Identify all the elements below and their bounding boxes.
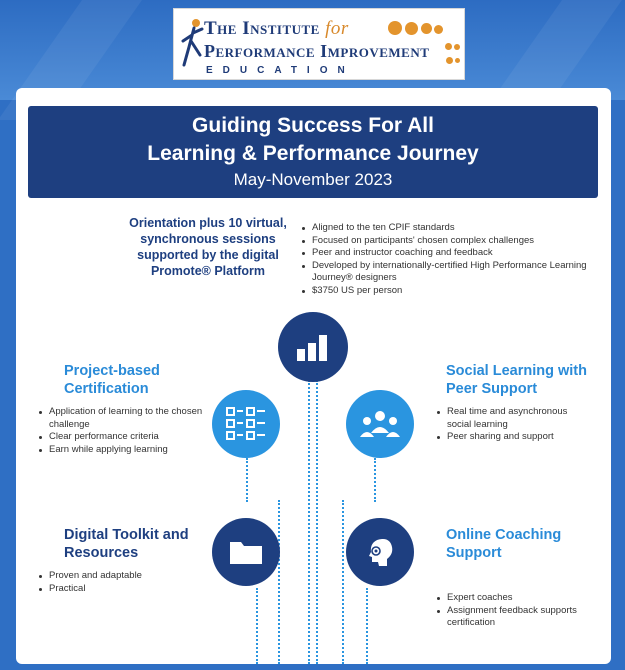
logo-dots (388, 21, 464, 71)
list-item: Peer sharing and support (436, 431, 586, 444)
headset-circle (346, 518, 414, 586)
group-circle (346, 390, 414, 458)
banner-title-line1: Guiding Success For All (192, 114, 434, 137)
overview-bullets: Aligned to the ten CPIF standards Focuse… (301, 222, 591, 297)
list-item: Practical (38, 583, 203, 596)
logo-line1: The Institute for (204, 18, 349, 39)
list-item: Aligned to the ten CPIF standards (301, 222, 591, 235)
toolkit-heading: Digital Toolkit and Resources (64, 527, 189, 561)
connector-line (256, 588, 258, 664)
toolkit-bullets: Proven and adaptable Practical (38, 570, 203, 595)
headset-icon (369, 539, 393, 566)
project-heading: Project-based Certification (64, 363, 160, 397)
folder-icon (230, 542, 262, 564)
coaching-bullets: Expert coaches Assignment feedback suppo… (436, 592, 596, 630)
group-icon (360, 411, 400, 437)
logo-line2: Performance Improvement (204, 41, 430, 61)
list-item: Focused on participants' chosen complex … (301, 235, 591, 248)
connector-line (308, 380, 310, 664)
coaching-heading: Online Coaching Support (446, 527, 562, 561)
list-item: Proven and adaptable (38, 570, 203, 583)
list-item: $3750 US per person (301, 285, 591, 298)
connector-line (374, 458, 376, 502)
bar-chart-circle (278, 312, 348, 382)
social-bullets: Real time and asynchronous social learni… (436, 406, 586, 444)
bar-chart-icon (297, 335, 327, 361)
list-item: Application of learning to the chosen ch… (38, 406, 203, 431)
content-card: Guiding Success For All Learning & Perfo… (16, 88, 611, 664)
list-item: Expert coaches (436, 592, 596, 605)
connector-line (278, 500, 280, 664)
list-item: Clear performance criteria (38, 431, 203, 444)
list-item: Peer and instructor coaching and feedbac… (301, 247, 591, 260)
social-heading: Social Learning with Peer Support (446, 363, 587, 397)
list-item: Developed by internationally-certified H… (301, 260, 591, 285)
list-item: Assignment feedback supports certificati… (436, 605, 596, 630)
banner-dates: May-November 2023 (233, 170, 393, 189)
connector-line (366, 588, 368, 664)
banner-title-line2: Learning & Performance Journey (147, 142, 479, 165)
title-banner: Guiding Success For All Learning & Perfo… (28, 106, 598, 198)
project-bullets: Application of learning to the chosen ch… (38, 406, 203, 456)
person-figure-icon (181, 19, 204, 67)
list-item: Real time and asynchronous social learni… (436, 406, 586, 431)
checklist-icon (226, 407, 265, 440)
institute-logo: The Institute for Performance Improvemen… (173, 8, 465, 80)
logo-education: EDUCATION (206, 65, 355, 76)
connector-line (316, 380, 318, 664)
list-item: Earn while applying learning (38, 444, 203, 457)
folder-circle (212, 518, 280, 586)
connector-line (246, 458, 248, 502)
intro-text: Orientation plus 10 virtual, synchronous… (129, 216, 287, 278)
connector-line (342, 500, 344, 664)
checklist-circle (212, 390, 280, 458)
